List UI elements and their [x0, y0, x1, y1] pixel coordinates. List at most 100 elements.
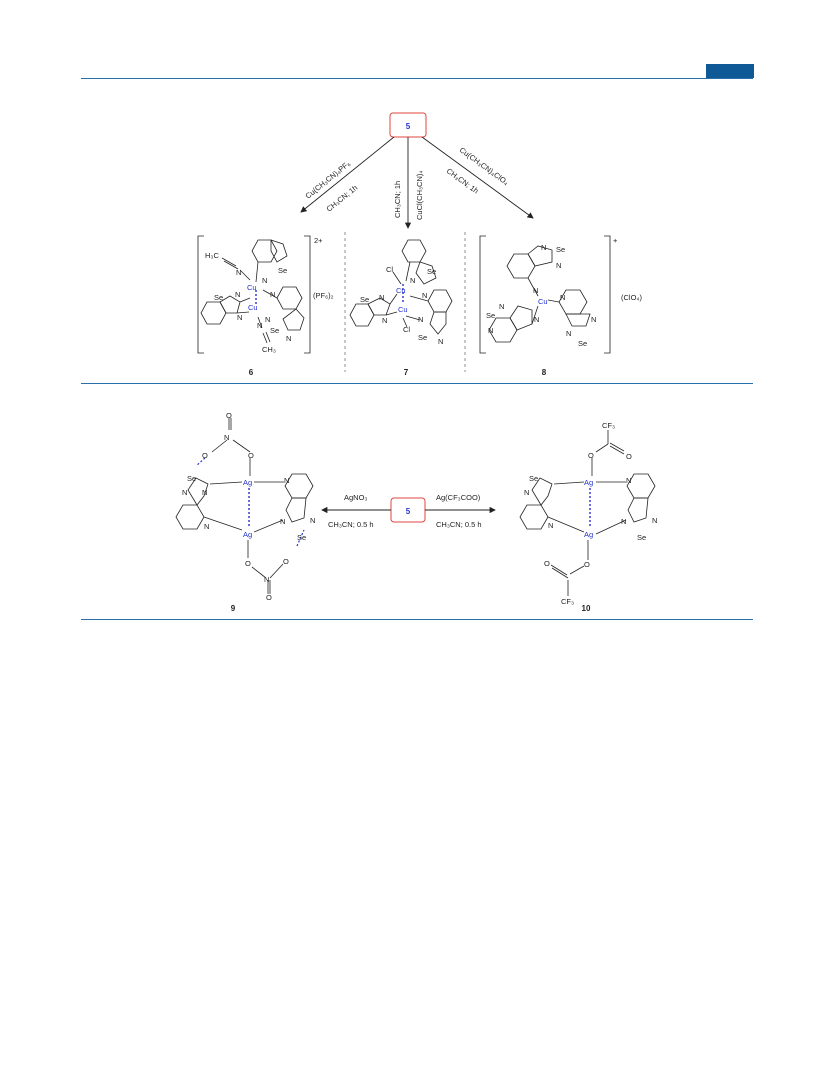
svg-text:N: N [591, 315, 596, 324]
svg-text:Se: Se [637, 533, 646, 542]
compound-8-structure [479, 235, 611, 354]
svg-text:O: O [202, 451, 208, 460]
compound-9-labels: O N O O Se N N Ag N N Ag N N Se O N O O … [182, 411, 315, 613]
svg-text:Cu: Cu [248, 303, 258, 312]
svg-text:Se: Se [418, 333, 427, 342]
compound-10-labels: CF₃ O O Se N Ag N N Ag N N Se O O CF₃ 10 [524, 421, 657, 613]
svg-text:Cu: Cu [398, 305, 408, 314]
compound-8-labels: N Se N N Cu N N Se N N N N Se + (ClO₄) 8 [486, 236, 642, 377]
compound-10-number: 10 [582, 604, 591, 613]
reagent-7-bottom: CH₃CN; 1h [393, 181, 402, 218]
svg-text:CF₃: CF₃ [561, 597, 574, 606]
svg-text:Se: Se [214, 293, 223, 302]
svg-text:5: 5 [406, 122, 411, 131]
arrow-to-6 [300, 136, 395, 213]
svg-text:Cl: Cl [403, 325, 410, 334]
reagent-9-top: AgNO₃ [344, 493, 367, 502]
svg-text:O: O [544, 559, 550, 568]
svg-text:N: N [626, 476, 631, 485]
svg-text:Se: Se [187, 474, 196, 483]
svg-text:O: O [588, 451, 594, 460]
svg-text:N: N [235, 290, 240, 299]
svg-text:N: N [499, 302, 504, 311]
compound-9-structure [175, 418, 314, 594]
svg-text:N: N [438, 337, 443, 346]
svg-text:O: O [245, 559, 251, 568]
compound-8-number: 8 [542, 368, 547, 377]
svg-text:CF₃: CF₃ [602, 421, 615, 430]
svg-text:N: N [541, 243, 546, 252]
svg-text:Se: Se [556, 245, 565, 254]
svg-text:N: N [621, 517, 626, 526]
svg-text:N: N [410, 276, 415, 285]
svg-text:O: O [266, 593, 272, 602]
svg-text:Cu: Cu [247, 283, 257, 292]
scheme-divider [81, 383, 753, 384]
svg-text:O: O [626, 452, 632, 461]
svg-text:Se: Se [427, 267, 436, 276]
svg-text:N: N [566, 329, 571, 338]
svg-text:5: 5 [406, 507, 411, 516]
reagent-10-bottom: CH₃CN; 0.5 h [436, 520, 482, 529]
compound-6-counterion: (PF₆)₂ [313, 291, 334, 300]
svg-text:N: N [379, 293, 384, 302]
svg-text:Ag: Ag [584, 478, 593, 487]
svg-text:N: N [257, 321, 262, 330]
svg-text:N: N [652, 516, 657, 525]
compound-8-charge: + [613, 236, 618, 245]
svg-text:Se: Se [529, 474, 538, 483]
svg-text:N: N [418, 315, 423, 324]
svg-text:N: N [382, 316, 387, 325]
svg-text:N: N [488, 326, 493, 335]
reagent-6-bottom: CH₃CN; 1h [325, 183, 360, 213]
svg-text:Se: Se [278, 266, 287, 275]
bottom-rule [81, 619, 753, 620]
svg-text:N: N [237, 313, 242, 322]
compound-9-number: 9 [231, 604, 236, 613]
svg-text:N: N [556, 261, 561, 270]
svg-text:CH₃: CH₃ [262, 345, 276, 354]
svg-text:Ag: Ag [243, 478, 252, 487]
svg-text:N: N [202, 488, 207, 497]
svg-text:H₃C: H₃C [205, 251, 219, 260]
svg-text:N: N [270, 290, 275, 299]
reagent-7-top: CuCl(CH₃CN)₄ [415, 171, 424, 220]
compound-7-structure [349, 239, 453, 335]
svg-text:O: O [248, 451, 254, 460]
svg-text:N: N [224, 433, 229, 442]
header-badge [706, 64, 754, 78]
start-compound-box-bottom: 5 [390, 497, 426, 523]
svg-text:N: N [182, 488, 187, 497]
header-rule [81, 78, 753, 79]
svg-text:N: N [534, 315, 539, 324]
svg-text:Se: Se [486, 311, 495, 320]
arrow-to-8 [421, 136, 534, 219]
compound-6-number: 6 [249, 368, 254, 377]
compound-7-number: 7 [404, 368, 409, 377]
svg-text:Cl: Cl [386, 265, 393, 274]
compound-10-structure [519, 430, 656, 596]
svg-text:Se: Se [270, 326, 279, 335]
svg-text:Ag: Ag [584, 530, 593, 539]
svg-text:O: O [226, 411, 232, 420]
svg-text:N: N [548, 521, 553, 530]
compound-8-counterion: (ClO₄) [621, 293, 642, 302]
svg-text:N: N [280, 517, 285, 526]
svg-text:Cu: Cu [396, 286, 406, 295]
svg-text:O: O [584, 560, 590, 569]
compound-6-structure [197, 235, 311, 354]
svg-text:N: N [524, 488, 529, 497]
svg-text:O: O [283, 557, 289, 566]
svg-text:N: N [265, 315, 270, 324]
svg-text:N: N [236, 268, 241, 277]
start-compound-box-top: 5 [389, 112, 427, 138]
svg-text:Se: Se [360, 295, 369, 304]
svg-text:N: N [262, 276, 267, 285]
svg-text:N: N [284, 476, 289, 485]
svg-text:Se: Se [297, 533, 306, 542]
compound-7-labels: Cl Se N Cu N Se N Cu N N Se N Cl 7 [360, 265, 443, 377]
svg-text:N: N [310, 516, 315, 525]
svg-text:N: N [204, 522, 209, 531]
compound-6-labels: H₃C N Se N Cu N Se N Cu N N Se N N CH₃ 2… [205, 236, 334, 377]
